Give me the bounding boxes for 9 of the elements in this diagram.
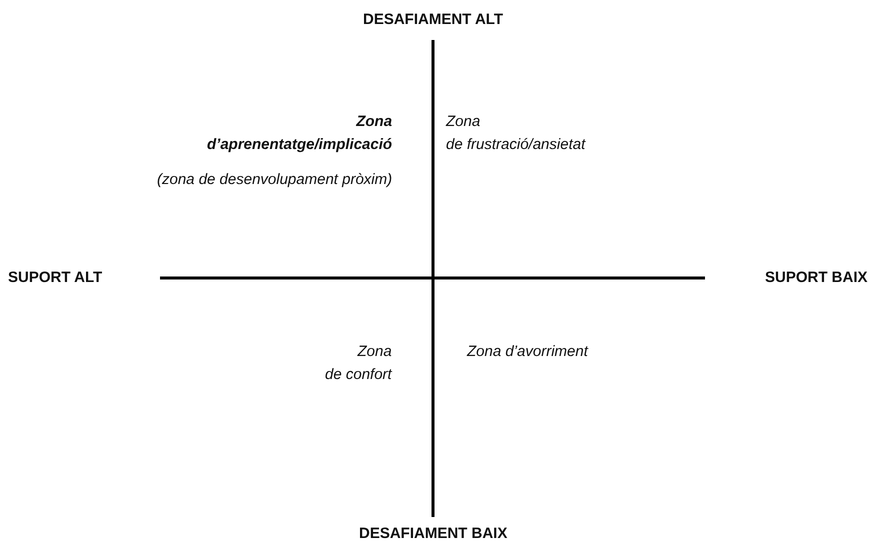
axis-label: SUPORT ALT — [8, 268, 102, 288]
quadrant-title: Zona d’aprenentatge/implicació — [207, 112, 392, 155]
quadrant-label: Zona de frustració/ansietat — [446, 112, 586, 155]
axis-label: DESAFIAMENT BAIX — [359, 524, 508, 544]
quadrant-label: Zona d’avorriment — [467, 342, 588, 362]
axis-label: SUPORT BAIX — [765, 268, 868, 288]
quadrant-label: Zona de confort — [325, 342, 392, 385]
quadrant-note: (zona de desenvolupament pròxim) — [157, 170, 392, 190]
axis-label: DESAFIAMENT ALT — [363, 10, 503, 30]
